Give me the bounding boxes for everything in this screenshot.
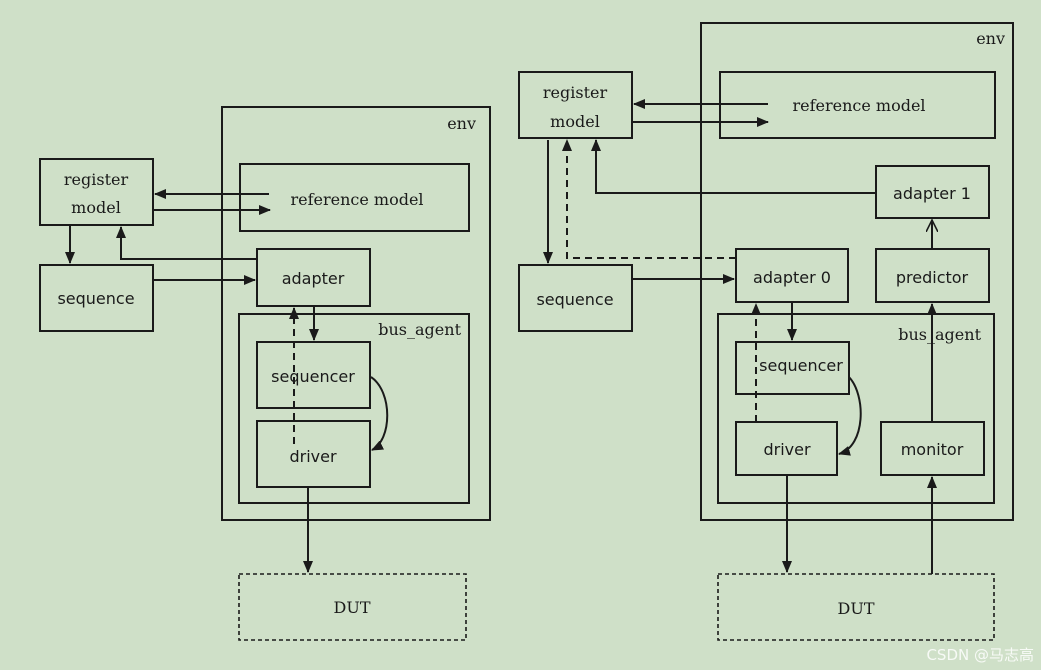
left-arrow-sequencer-to-driver — [370, 376, 389, 451]
right-monitor-label: monitor — [901, 440, 964, 459]
left-sequence-box — [39, 264, 154, 332]
left-dut-label: DUT — [334, 598, 371, 617]
left-sequence-label: sequence — [57, 289, 134, 308]
left-register-model-box — [39, 158, 154, 226]
right-reference-model-label: reference model — [792, 96, 925, 115]
left-driver-box — [256, 420, 371, 488]
right-env-box — [700, 22, 1014, 521]
right-adapter1-label: adapter 1 — [893, 184, 971, 203]
left-sequencer-box — [256, 341, 371, 409]
left-reference-model-label: reference model — [290, 190, 423, 209]
right-register-model-label-line1: register — [543, 83, 608, 102]
left-env-label: env — [447, 114, 476, 133]
right-dut-box — [717, 573, 995, 641]
right-dashed-arrow-adapter0-to-regmodel — [562, 139, 736, 259]
right-adapter0-label: adapter 0 — [753, 268, 831, 287]
left-reference-model-box — [239, 163, 470, 232]
right-env-label: env — [976, 29, 1005, 48]
left-dut-box — [238, 573, 467, 641]
right-bus-agent-box — [717, 313, 995, 504]
left-bus-agent-label: bus_agent — [378, 320, 461, 339]
right-sequence-label: sequence — [536, 290, 613, 309]
right-sequencer-label: sequencer — [759, 356, 843, 375]
right-driver-label: driver — [763, 440, 810, 459]
right-bus-agent-label: bus_agent — [898, 325, 981, 344]
right-sequencer-box — [735, 341, 850, 395]
right-diagram: env register model reference model adapt… — [518, 22, 1014, 641]
left-register-model-label-line1: register — [64, 170, 129, 189]
right-arrow-adapter1-to-regmodel — [591, 139, 876, 194]
right-sequence-box — [518, 264, 633, 332]
left-env-box — [221, 106, 491, 521]
watermark: CSDN @马志高 — [926, 646, 1034, 664]
right-dut-label: DUT — [838, 599, 875, 618]
left-bus-agent-box — [238, 313, 470, 504]
left-adapter-label: adapter — [282, 269, 345, 288]
left-diagram: env register model reference model seque… — [39, 106, 491, 641]
left-driver-label: driver — [289, 447, 336, 466]
right-register-model-label-line2: model — [550, 112, 600, 131]
right-register-model-box — [518, 71, 633, 139]
right-predictor-label: predictor — [896, 268, 969, 287]
left-arrow-adapter-to-regmodel — [116, 226, 257, 260]
right-arrow-sequencer-to-driver — [838, 376, 862, 456]
left-sequencer-label: sequencer — [271, 367, 355, 386]
left-register-model-label-line2: model — [71, 198, 121, 217]
